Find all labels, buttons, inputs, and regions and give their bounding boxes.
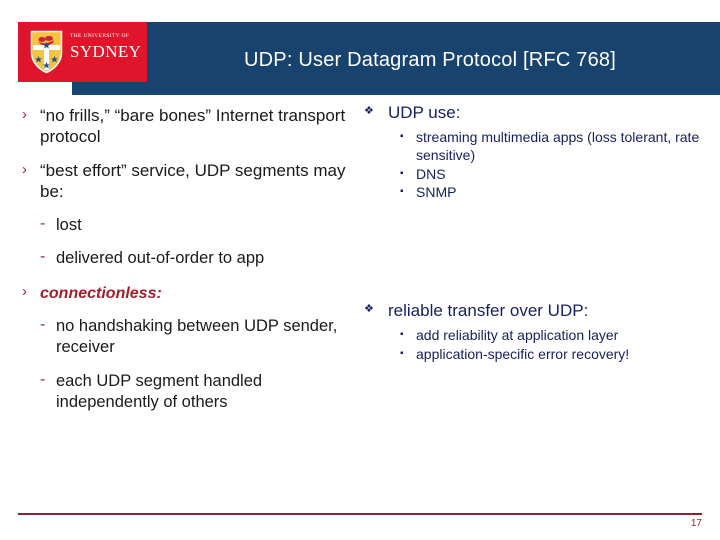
right-column: ❖ UDP use: ▪ streaming multimedia apps (… [358,102,708,364]
page-title: UDP: User Datagram Protocol [RFC 768] [244,49,616,71]
square-bullet-icon: ▪ [400,347,404,359]
list-item: ▪ streaming multimedia apps (loss tolera… [358,129,708,164]
list-item: ▪ SNMP [358,184,708,202]
list-item: › “best effort” service, UDP segments ma… [20,160,355,203]
logo-line-sydney: SYDNEY [70,41,142,61]
list-item: - lost [20,215,355,236]
list-item-text: each UDP segment handled independently o… [56,371,263,411]
sydney-shield-icon [30,30,63,74]
chevron-bullet-icon: › [22,160,27,178]
list-item-text: “best effort” service, UDP segments may … [40,160,346,202]
list-item-connectionless: › connectionless: [20,282,355,304]
list-item: › “no frills,” “bare bones” Internet tra… [20,105,355,148]
list-item-text: application-specific error recovery! [416,345,630,362]
group-reliable-transfer: ❖ reliable transfer over UDP: ▪ add reli… [358,300,708,364]
list-item: ▪ DNS [358,166,708,184]
chevron-bullet-icon: › [22,106,27,123]
list-item-text: connectionless: [40,285,162,303]
list-item-text: SNMP [416,184,457,201]
dash-bullet-icon: - [40,370,46,388]
footer-divider [18,513,702,515]
list-item-text: delivered out-of-order to app [56,249,265,268]
list-item-heading: ❖ reliable transfer over UDP: [358,300,708,321]
square-bullet-icon: ▪ [400,329,404,340]
list-item-text: streaming multimedia apps (loss tolerant… [416,129,700,163]
list-item-heading: ❖ UDP use: [358,102,708,123]
diamond-bullet-icon: ❖ [364,302,374,315]
list-item-text: reliable transfer over UDP: [388,300,589,320]
list-item-text: UDP use: [388,103,461,122]
dash-bullet-icon: - [40,214,46,232]
chevron-bullet-icon: › [22,283,27,301]
group-udp-use: ❖ UDP use: ▪ streaming multimedia apps (… [358,102,708,202]
square-bullet-icon: ▪ [400,167,404,179]
list-item: ▪ application-specific error recovery! [358,346,708,364]
list-item: - each UDP segment handled independently… [20,371,355,413]
page-number: 17 [690,518,702,529]
logo-wordmark: THE UNIVERSITY OF SYDNEY [70,33,142,61]
dash-bullet-icon: - [40,316,46,334]
list-item-text: no handshaking between UDP sender, recei… [56,317,338,357]
slide-header: UDP: User Datagram Protocol [RFC 768] TH… [0,0,720,100]
list-item-text: add reliability at application layer [416,327,619,343]
dash-bullet-icon: - [40,248,46,266]
list-item-text: “no frills,” “bare bones” Internet trans… [40,106,346,147]
square-bullet-icon: ▪ [400,131,404,143]
list-item: - delivered out-of-order to app [20,248,355,269]
left-column: › “no frills,” “bare bones” Internet tra… [20,105,355,425]
list-item: - no handshaking between UDP sender, rec… [20,316,355,358]
header-banner [72,22,720,95]
diamond-bullet-icon: ❖ [364,105,374,117]
list-item-text: DNS [416,165,446,182]
logo-line-university: THE UNIVERSITY OF [70,33,130,39]
list-item-text: lost [56,215,82,234]
slide-content: › “no frills,” “bare bones” Internet tra… [0,100,720,495]
square-bullet-icon: ▪ [400,186,404,198]
university-logo: THE UNIVERSITY OF SYDNEY [18,22,147,82]
list-item: ▪ add reliability at application layer [358,327,708,345]
